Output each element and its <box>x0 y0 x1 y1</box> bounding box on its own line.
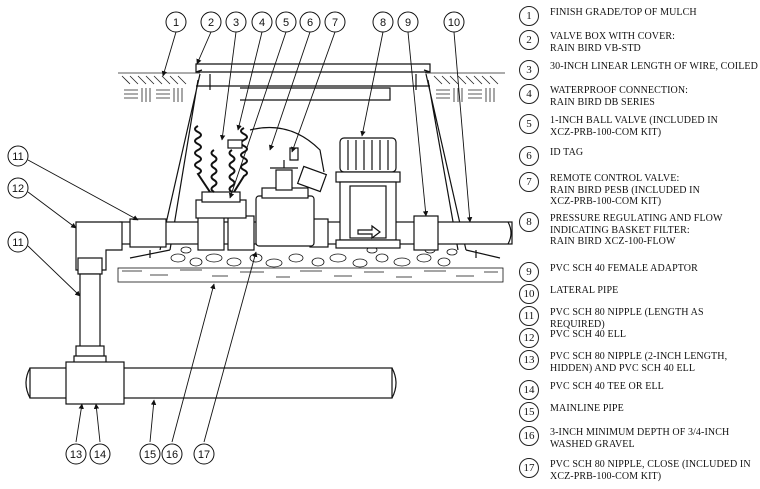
legend-text: FINISH GRADE/TOP OF MULCH <box>550 7 697 18</box>
svg-text:10: 10 <box>448 17 460 29</box>
gravel-bed <box>117 246 504 283</box>
callout-9: 9 <box>397 11 419 33</box>
svg-text:6: 6 <box>307 17 313 29</box>
callout-11-lower: 11 <box>7 231 29 253</box>
callout-17: 17 <box>193 443 215 465</box>
legend-number: 9 <box>519 262 539 282</box>
callout-2: 2 <box>200 11 222 33</box>
callout-11-upper: 11 <box>7 145 29 167</box>
legend-number: 4 <box>519 84 539 104</box>
finish-grade-hatch <box>118 72 505 102</box>
legend-number: 11 <box>519 306 539 326</box>
svg-text:1: 1 <box>173 17 179 29</box>
svg-text:16: 16 <box>166 449 178 461</box>
legend-number: 14 <box>519 380 539 400</box>
svg-text:4: 4 <box>259 17 265 29</box>
legend-number: 13 <box>519 350 539 370</box>
legend-number: 6 <box>519 146 539 166</box>
svg-text:11: 11 <box>12 151 23 163</box>
legend-number: 17 <box>519 458 539 478</box>
legend-number: 15 <box>519 402 539 422</box>
callout-4: 4 <box>251 11 273 33</box>
svg-text:9: 9 <box>405 17 411 29</box>
svg-text:8: 8 <box>380 17 386 29</box>
legend-number: 2 <box>519 30 539 50</box>
legend-number: 5 <box>519 114 539 134</box>
mainline-pipe <box>25 361 397 405</box>
callout-6: 6 <box>299 11 321 33</box>
callout-5: 5 <box>275 11 297 33</box>
legend-text: PVC SCH 40 TEE OR ELL <box>550 381 664 392</box>
callout-8: 8 <box>372 11 394 33</box>
legend-number: 1 <box>519 6 539 26</box>
legend-text: PRESSURE REGULATING AND FLOW INDICATING … <box>550 213 723 247</box>
legend-text: ID TAG <box>550 147 584 158</box>
legend-text: MAINLINE PIPE <box>550 403 624 414</box>
svg-text:7: 7 <box>332 17 338 29</box>
legend-number: 3 <box>519 60 539 80</box>
callout-15: 15 <box>139 443 161 465</box>
legend-text: PVC SCH 80 NIPPLE, CLOSE (INCLUDED IN XC… <box>550 459 751 482</box>
legend-text: PVC SCH 80 NIPPLE (2-INCH LENGTH, HIDDEN… <box>550 351 728 374</box>
svg-text:11: 11 <box>12 237 23 249</box>
legend-text: PVC SCH 40 FEMALE ADAPTOR <box>550 263 698 274</box>
legend-text: LATERAL PIPE <box>550 285 619 296</box>
basket-filter <box>335 137 401 249</box>
svg-text:15: 15 <box>144 449 156 461</box>
legend-text: 3-INCH MINIMUM DEPTH OF 3/4-INCH WASHED … <box>550 427 730 450</box>
lateral-pipe <box>119 215 513 251</box>
callout-12: 12 <box>7 177 29 199</box>
legend-text: 30-INCH LINEAR LENGTH OF WIRE, COILED <box>550 61 758 72</box>
remote-control-valve <box>249 126 328 247</box>
svg-text:3: 3 <box>233 17 239 29</box>
leader-lines <box>27 31 473 443</box>
callout-13: 13 <box>65 443 87 465</box>
svg-text:2: 2 <box>208 17 214 29</box>
legend-number: 12 <box>519 328 539 348</box>
riser-and-elbows <box>73 221 123 383</box>
callout-16: 16 <box>161 443 183 465</box>
svg-text:13: 13 <box>70 449 82 461</box>
svg-text:12: 12 <box>12 183 24 195</box>
legend-text: VALVE BOX WITH COVER: RAIN BIRD VB-STD <box>550 31 675 54</box>
valve-assembly-drawing: 1 2 3 4 5 6 7 8 9 10 11 12 11 13 14 15 1… <box>7 11 513 465</box>
legend-text: PVC SCH 80 NIPPLE (LENGTH AS REQUIRED) <box>550 307 704 330</box>
callout-7: 7 <box>324 11 346 33</box>
legend-number: 10 <box>519 284 539 304</box>
legend-number: 7 <box>519 172 539 192</box>
callout-14: 14 <box>89 443 111 465</box>
legend-text: 1-INCH BALL VALVE (INCLUDED IN XCZ-PRB-1… <box>550 115 718 138</box>
legend-number: 8 <box>519 212 539 232</box>
legend: 1 FINISH GRADE/TOP OF MULCH 2 VALVE BOX WI… <box>519 0 760 489</box>
svg-text:14: 14 <box>94 449 106 461</box>
callout-3: 3 <box>225 11 247 33</box>
legend-text: REMOTE CONTROL VALVE: RAIN BIRD PESB (IN… <box>550 173 700 207</box>
svg-text:5: 5 <box>283 17 289 29</box>
callout-10: 10 <box>443 11 465 33</box>
legend-text: PVC SCH 40 ELL <box>550 329 627 340</box>
legend-number: 16 <box>519 426 539 446</box>
legend-text: WATERPROOF CONNECTION: RAIN BIRD DB SERI… <box>550 85 689 108</box>
ball-valve <box>194 125 248 219</box>
svg-text:17: 17 <box>198 449 210 461</box>
callout-1: 1 <box>165 11 187 33</box>
